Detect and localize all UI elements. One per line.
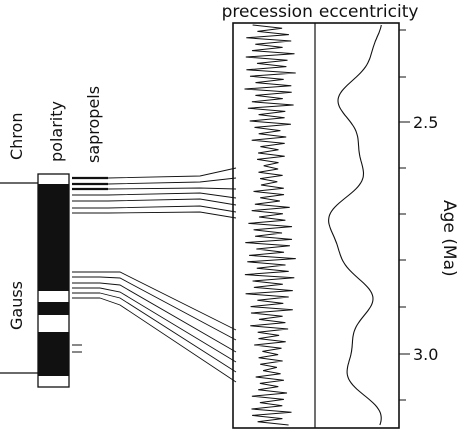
sapropel-correlation-line bbox=[99, 292, 237, 373]
tick-label-2-5: 2.5 bbox=[413, 113, 438, 132]
precession-curve bbox=[244, 24, 296, 426]
tick-label-3-0: 3.0 bbox=[413, 345, 438, 364]
sapropel-correlation-line bbox=[99, 287, 237, 363]
header-sapropels: sapropels bbox=[84, 86, 103, 163]
sapropel-correlation-line bbox=[107, 167, 237, 179]
sapropel-correlation-line bbox=[99, 297, 237, 383]
sapropel-correlation-line bbox=[100, 271, 237, 331]
header-eccentricity: eccentricity bbox=[319, 2, 419, 22]
sapropel-correlation-line bbox=[107, 211, 237, 219]
sapropel-correlation-line bbox=[107, 192, 237, 199]
normal-polarity-interval bbox=[38, 332, 69, 376]
precession-eccentricity-frame bbox=[232, 22, 400, 429]
eccentricity-curve bbox=[328, 24, 382, 426]
chron-label-gauss: Gauss bbox=[7, 281, 26, 330]
sapropel-correlation-line bbox=[107, 205, 237, 213]
header-precession-eccentricity: precession eccentricity bbox=[222, 2, 419, 22]
header-precession: precession bbox=[222, 2, 313, 22]
sapropel-correlation-line bbox=[99, 276, 237, 341]
sapropel-correlation-line bbox=[107, 187, 237, 190]
header-polarity: polarity bbox=[47, 101, 66, 162]
sapropel-correlations bbox=[72, 167, 237, 383]
polarity-column bbox=[37, 173, 70, 388]
normal-polarity-interval bbox=[38, 302, 69, 315]
sapropel-correlation-line bbox=[107, 198, 237, 206]
normal-polarity-interval bbox=[38, 184, 69, 291]
sapropel-correlation-line bbox=[99, 282, 237, 353]
age-axis: 2.5 3.0 Age (Ma) bbox=[399, 29, 459, 401]
sapropel-correlation-line bbox=[107, 177, 237, 185]
header-chron: Chron bbox=[7, 113, 26, 160]
axis-title-age: Age (Ma) bbox=[439, 200, 459, 277]
